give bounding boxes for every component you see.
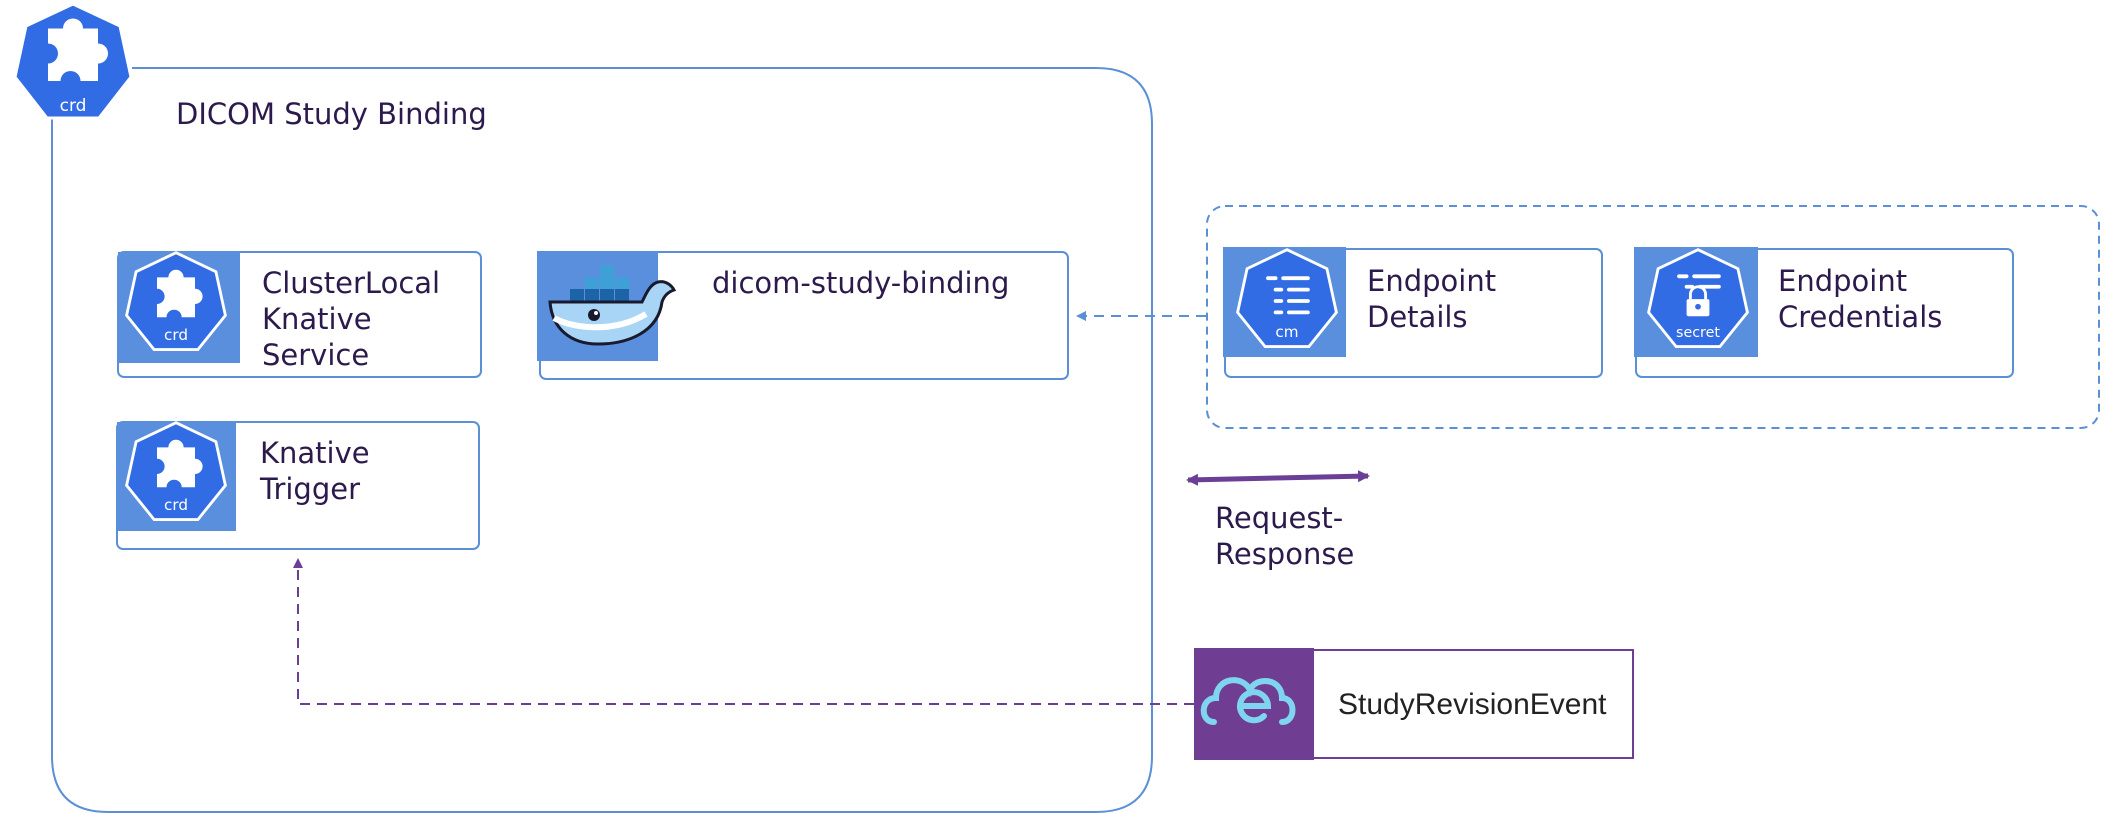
crd-badge-label: crd [60,96,87,116]
secret-icon: secret [1647,248,1749,349]
label-line: Service [262,338,369,372]
label-line: Endpoint [1367,264,1496,298]
study-revision-event-node[interactable]: StudyRevisionEvent [1194,648,1634,760]
label-line: Knative [260,436,370,470]
label-line: Request- [1215,501,1343,535]
knative-trigger-label: Knative Trigger [259,436,379,506]
request-response-legend: Request- Response [1186,470,1370,571]
request-response-label: Request- Response [1215,501,1354,571]
endpoint-credentials-node[interactable]: secret Endpoint Credentials [1634,247,2014,378]
group-title: DICOM Study Binding [176,97,487,131]
label-line: Trigger [259,472,360,506]
crd-icon: crd [125,251,227,352]
secret-icon-label: secret [1676,325,1720,341]
label-line: Response [1215,537,1354,571]
dicom-study-binding-group: crd DICOM Study Binding [13,2,1153,813]
label-line: Details [1367,300,1468,334]
label-line: Credentials [1778,300,1942,334]
configmap-icon: cm [1236,248,1338,349]
endpoint-details-label: Endpoint Details [1367,264,1505,334]
bidirectional-arrow [1186,470,1370,486]
label-line: ClusterLocal [262,266,440,300]
knative-trigger-node[interactable]: crd Knative Trigger [116,421,480,550]
label-line: Endpoint [1778,264,1907,298]
label-line: Knative [262,302,372,336]
endpoint-details-node[interactable]: cm Endpoint Details [1223,247,1603,378]
study-revision-event-label: StudyRevisionEvent [1338,688,1607,721]
crd-icon-label: crd [164,496,188,514]
config-group-boundary [1206,205,2100,429]
clusterlocal-knative-service-node[interactable]: crd ClusterLocal Knative Service [117,251,482,378]
crd-badge-icon: crd [13,2,133,120]
clusterlocal-knative-service-label: ClusterLocal Knative Service [262,266,449,372]
dicom-study-binding-node[interactable]: dicom-study-binding [537,251,1069,380]
endpoint-credentials-label: Endpoint Credentials [1778,264,1942,334]
cm-icon-label: cm [1275,323,1298,341]
cloudevents-icon [1200,677,1296,725]
docker-whale-icon [548,265,677,346]
crd-icon-label: crd [164,326,188,344]
crd-icon: crd [125,421,227,522]
event-to-trigger-connector [293,558,1194,705]
dicom-study-binding-label: dicom-study-binding [712,266,1009,300]
group-boundary [51,67,1153,813]
